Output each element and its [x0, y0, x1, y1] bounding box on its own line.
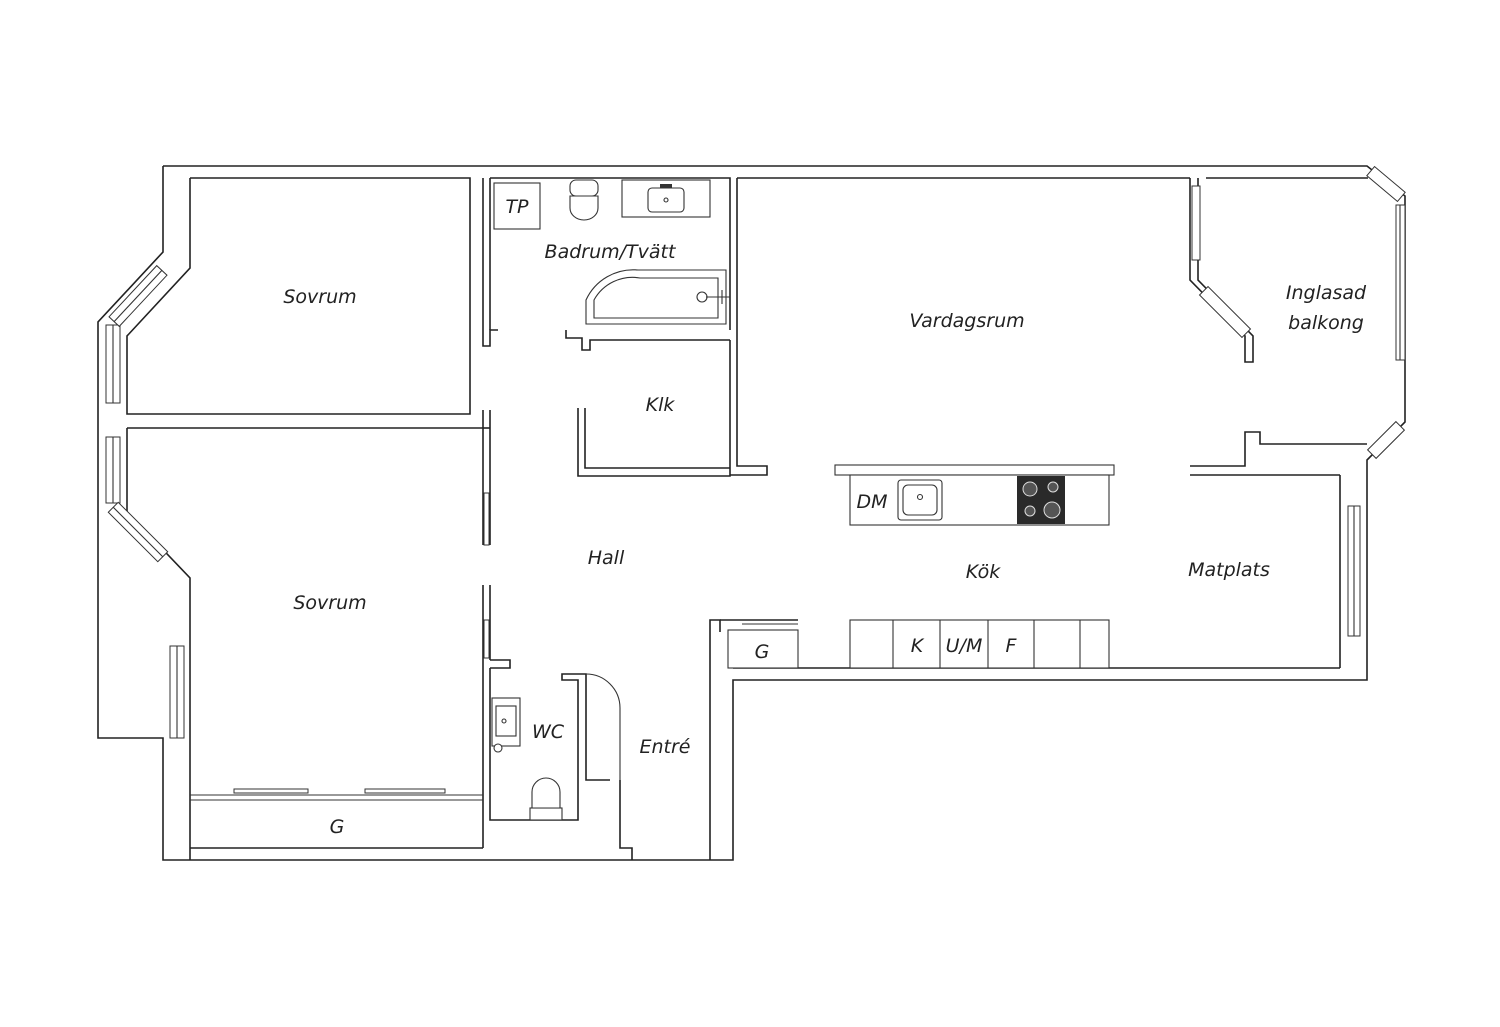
tp-box: [493, 182, 541, 230]
doors: [483, 492, 621, 780]
wc-toilet-bowl: [531, 777, 561, 809]
interior-walls: [190, 177, 1368, 860]
label-hall: Hall: [588, 547, 625, 569]
labels: Sovrum Sovrum Badrum/Tvätt TP Klk Hall W…: [283, 196, 1367, 838]
label-f: F: [1006, 635, 1018, 657]
window-left-upper: [105, 324, 121, 404]
wardrobe-kitchen: [727, 629, 799, 669]
kitchen: [727, 464, 1115, 669]
label-garderob-bedroom: G: [330, 816, 345, 838]
label-tp: TP: [505, 196, 529, 218]
window-left-diag-upper: [108, 264, 168, 328]
window-left-lower: [105, 436, 121, 504]
label-k: K: [911, 635, 925, 657]
label-klk: Klk: [646, 394, 676, 416]
window-balcony-diag-bottom: [1366, 420, 1406, 460]
toilet-tank: [569, 179, 599, 197]
wc-fixtures: [491, 697, 563, 821]
label-balkong-2: balkong: [1288, 312, 1364, 334]
window-dining: [1347, 505, 1361, 637]
outer-walls: [97, 165, 1406, 861]
wc-toilet-tank: [529, 807, 563, 821]
bedroom-wardrobe: [190, 788, 483, 801]
label-kok: Kök: [966, 561, 1001, 583]
windows: [105, 165, 1406, 739]
label-vardagsrum: Vardagsrum: [909, 310, 1024, 332]
label-balkong-1: Inglasad: [1286, 282, 1367, 304]
window-balcony-diag-top: [1366, 165, 1406, 203]
label-matplats: Matplats: [1188, 559, 1270, 581]
label-entre: Entré: [640, 736, 691, 758]
window-bedroom-bottom: [169, 645, 185, 739]
label-sovrum-bottom: Sovrum: [293, 592, 366, 614]
bathroom-fixtures: [493, 179, 730, 325]
label-wc: WC: [532, 721, 565, 743]
label-badrum: Badrum/Tvätt: [545, 241, 677, 263]
kitchen-island-counter: [834, 464, 1115, 476]
window-balcony-right: [1395, 204, 1406, 361]
label-sovrum-top: Sovrum: [283, 286, 356, 308]
label-dm: DM: [856, 491, 887, 513]
stove: [1017, 476, 1065, 524]
toilet-bowl: [569, 195, 599, 221]
label-garderob-kitchen: G: [755, 641, 770, 663]
kitchen-island: [849, 474, 1110, 526]
window-left-diag-lower: [107, 501, 169, 563]
window-balcony-inner: [1191, 185, 1252, 339]
label-um: U/M: [946, 635, 983, 657]
